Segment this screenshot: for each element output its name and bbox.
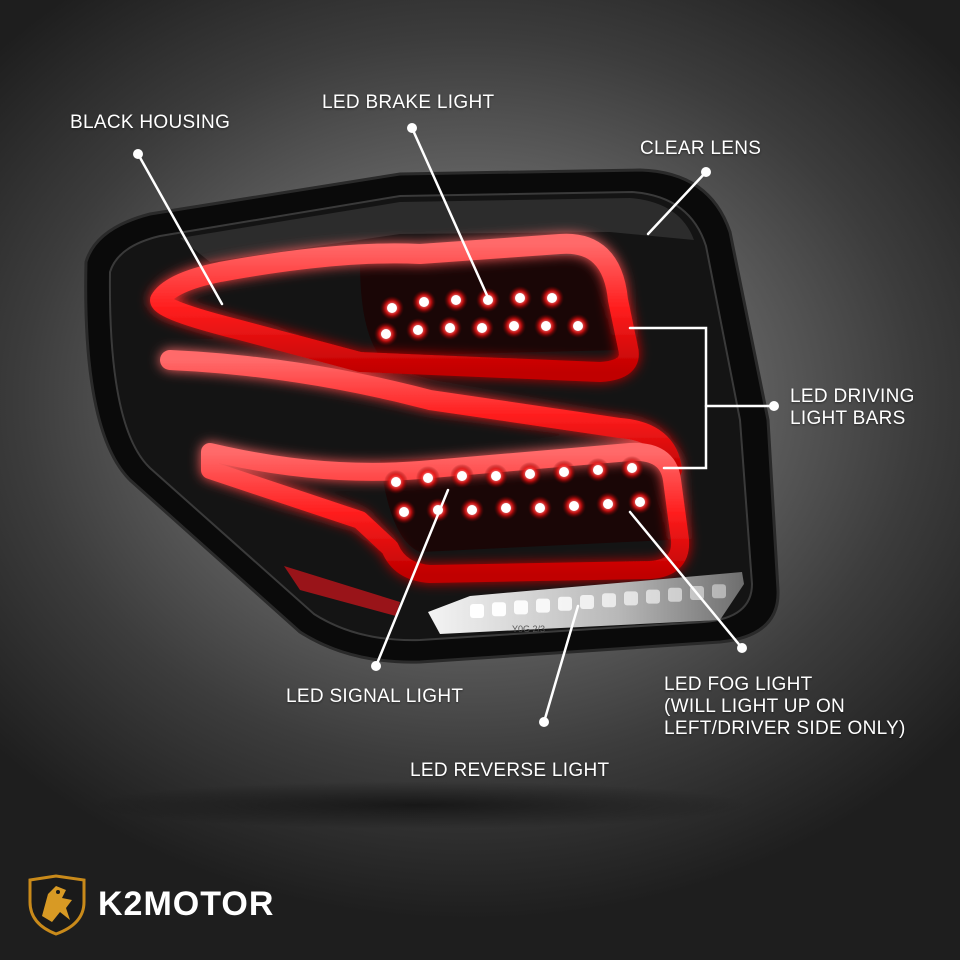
reverse-led bbox=[646, 589, 660, 604]
brake-led bbox=[541, 321, 551, 331]
reverse-led bbox=[580, 595, 594, 609]
reverse-led bbox=[624, 591, 638, 606]
label-line: LIGHT BARS bbox=[790, 408, 906, 429]
label-led-reverse-light: LED REVERSE LIGHT bbox=[410, 760, 610, 781]
black-housing-leader bbox=[136, 152, 224, 306]
signal-led bbox=[423, 473, 433, 483]
signal-led bbox=[559, 467, 569, 477]
label-clear-lens: CLEAR LENS bbox=[640, 138, 762, 159]
griffin-shield-icon bbox=[28, 874, 86, 936]
reverse-led-array bbox=[470, 584, 726, 618]
lens-reflection bbox=[180, 198, 694, 262]
reverse-led bbox=[712, 584, 726, 599]
signal-led bbox=[467, 505, 477, 515]
label-line: (WILL LIGHT UP ON bbox=[664, 696, 846, 717]
brake-led bbox=[477, 323, 487, 333]
led-driving-light-bars bbox=[150, 233, 690, 583]
floor-shadow bbox=[90, 781, 750, 829]
signal-led bbox=[593, 465, 603, 475]
brake-led bbox=[445, 323, 455, 333]
label-led-signal-light: LED SIGNAL LIGHT bbox=[286, 686, 464, 707]
lens-marking: Y0G 2/3 bbox=[512, 624, 545, 634]
signal-led bbox=[603, 499, 613, 509]
signal-led bbox=[501, 503, 511, 513]
signal-led bbox=[635, 497, 645, 507]
brand-logo bbox=[28, 874, 86, 936]
brake-led bbox=[515, 293, 525, 303]
reverse-led bbox=[514, 600, 528, 615]
label-led-fog-light: LED FOG LIGHT (WILL LIGHT UP ON LEFT/DRI… bbox=[664, 674, 906, 740]
signal-led bbox=[391, 477, 401, 487]
brake-led bbox=[547, 293, 557, 303]
signal-led bbox=[525, 469, 535, 479]
callout-dots bbox=[133, 123, 779, 727]
reverse-led bbox=[668, 587, 682, 602]
signal-light-leader bbox=[374, 488, 450, 668]
brake-led bbox=[451, 295, 461, 305]
label-led-driving-light-bars: LED DRIVING LIGHT BARS bbox=[790, 386, 915, 430]
brake-led bbox=[419, 297, 429, 307]
reverse-led bbox=[536, 598, 550, 613]
signal-led bbox=[399, 507, 409, 517]
label-black-housing: BLACK HOUSING bbox=[70, 112, 231, 133]
brake-led bbox=[387, 303, 397, 313]
led-signal-light bbox=[384, 456, 652, 524]
brake-led bbox=[413, 325, 423, 335]
label-line: LED DRIVING bbox=[790, 386, 915, 407]
reverse-led bbox=[470, 604, 484, 618]
signal-led bbox=[491, 471, 501, 481]
reverse-led bbox=[602, 593, 616, 608]
callout-lines bbox=[136, 126, 774, 724]
brake-led bbox=[573, 321, 583, 331]
signal-led bbox=[627, 463, 637, 473]
label-line: LED FOG LIGHT bbox=[664, 674, 813, 695]
brake-led bbox=[381, 329, 391, 339]
fog-light-leader bbox=[628, 510, 744, 650]
brake-led bbox=[509, 321, 519, 331]
brand-name: K2MOTOR bbox=[98, 885, 275, 923]
label-line: LEFT/DRIVER SIDE ONLY) bbox=[664, 718, 906, 739]
signal-led bbox=[569, 501, 579, 511]
signal-led bbox=[457, 471, 467, 481]
driving-bars-bracket bbox=[628, 326, 708, 470]
signal-led bbox=[535, 503, 545, 513]
side-reflector bbox=[284, 566, 400, 616]
reverse-led bbox=[558, 596, 572, 611]
clear-lens-leader bbox=[646, 170, 708, 236]
label-led-brake-light: LED BRAKE LIGHT bbox=[322, 92, 495, 113]
reverse-led bbox=[492, 602, 506, 617]
brake-light-leader bbox=[410, 126, 492, 304]
reverse-light-leader bbox=[542, 604, 580, 724]
